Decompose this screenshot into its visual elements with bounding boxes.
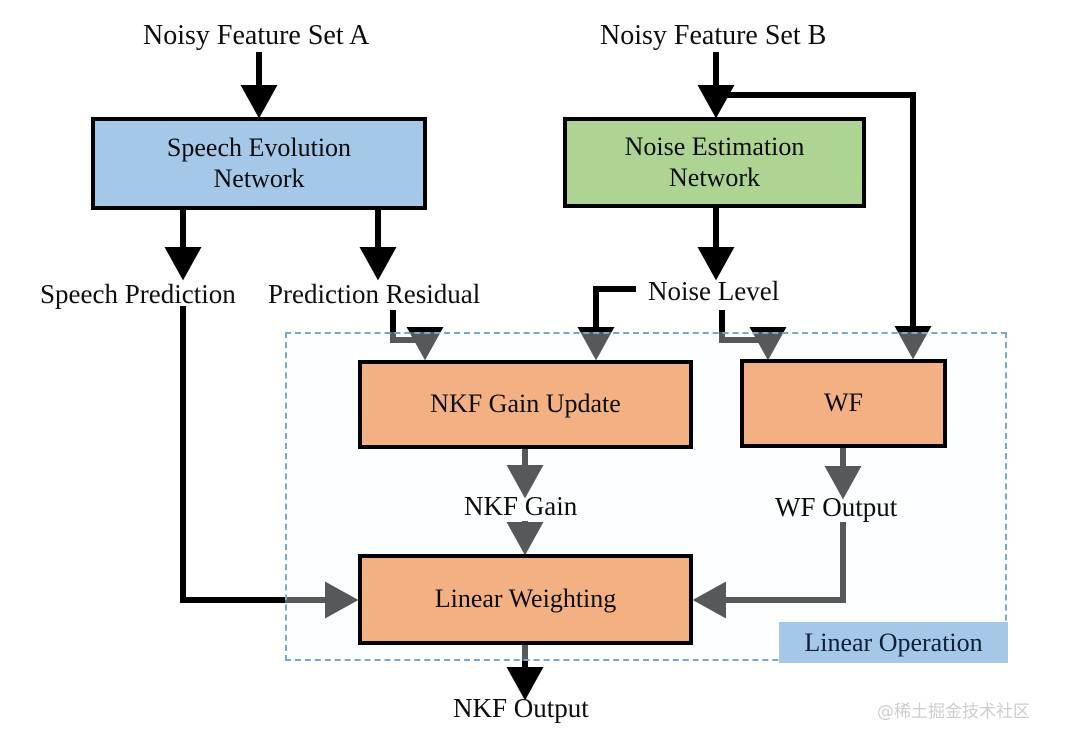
- label-speech-prediction: Speech Prediction: [40, 279, 236, 309]
- node-noise-estimation-network-label: Noise Estimation Network: [567, 132, 862, 193]
- label-noise-level: Noise Level: [648, 276, 780, 306]
- label-noisy-feature-set-b: Noisy Feature Set B: [600, 20, 827, 51]
- node-linear-weighting-label: Linear Weighting: [434, 584, 617, 614]
- legend-linear-operation-label: Linear Operation: [804, 627, 983, 657]
- node-speech-evolution-network[interactable]: Speech Evolution Network: [91, 117, 427, 210]
- label-noisy-feature-set-a: Noisy Feature Set A: [143, 20, 370, 51]
- label-nkf-output: NKF Output: [453, 693, 589, 723]
- node-speech-evolution-network-line2: Network: [213, 163, 305, 193]
- node-wf-label: WF: [824, 388, 863, 418]
- label-nkf-gain: NKF Gain: [464, 491, 578, 521]
- node-nkf-gain-update[interactable]: NKF Gain Update: [358, 360, 693, 449]
- node-speech-evolution-network-label: Speech Evolution Network: [95, 133, 423, 194]
- node-linear-weighting[interactable]: Linear Weighting: [358, 554, 693, 645]
- label-prediction-residual: Prediction Residual: [268, 279, 481, 309]
- label-wf-output: WF Output: [775, 492, 898, 522]
- watermark: @稀土掘金技术社区: [877, 702, 1030, 722]
- legend-linear-operation: Linear Operation: [779, 622, 1008, 663]
- node-nkf-gain-update-label: NKF Gain Update: [430, 389, 621, 419]
- node-noise-estimation-network-line1: Noise Estimation: [624, 131, 805, 161]
- node-noise-estimation-network-line2: Network: [669, 162, 760, 192]
- node-wf[interactable]: WF: [740, 359, 947, 448]
- node-speech-evolution-network-line1: Speech Evolution: [166, 132, 352, 162]
- node-noise-estimation-network[interactable]: Noise Estimation Network: [563, 117, 866, 208]
